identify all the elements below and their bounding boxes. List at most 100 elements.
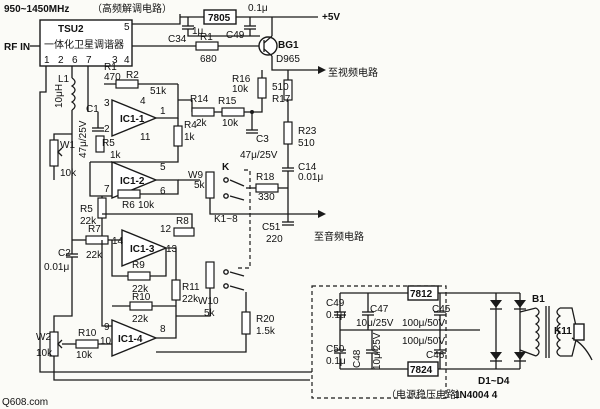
pin-1: 1 xyxy=(160,106,166,117)
reg-7824: 7824 xyxy=(410,365,433,376)
r7-val: 22k xyxy=(86,250,103,261)
c46-val: 100μ/50V xyxy=(402,336,445,347)
r20-val: 1.5k xyxy=(256,326,276,337)
ic1-1-label: IC1-1 xyxy=(120,114,145,125)
r10a-resistor xyxy=(129,301,153,311)
r6-val: 10k xyxy=(138,200,155,211)
r4-resistor xyxy=(173,125,183,147)
c49b-label: C49 xyxy=(326,298,345,309)
w1-pot[interactable] xyxy=(49,139,59,167)
r5b-label: R5 xyxy=(80,204,93,215)
ic1-4-opamp xyxy=(111,318,158,358)
pin-6: 6 xyxy=(160,186,166,197)
r20-label: R20 xyxy=(256,314,275,325)
reg-7805: 7805 xyxy=(208,13,231,24)
r18-label: R18 xyxy=(256,172,275,183)
r6-label: R6 xyxy=(122,200,135,211)
power-box xyxy=(311,285,447,399)
tuner-pin-1: 1 xyxy=(44,55,50,66)
r7-label: R7 xyxy=(88,224,101,235)
w10-pot[interactable] xyxy=(205,261,215,289)
r1-label: R1 xyxy=(104,62,117,73)
w9-pot[interactable] xyxy=(205,171,215,199)
c14-val: 0.01μ xyxy=(298,172,323,183)
r11-resistor xyxy=(171,279,181,301)
pin-14: 14 xyxy=(112,236,124,247)
ic1-2-opamp xyxy=(111,160,158,200)
tuner-pin-5: 5 xyxy=(124,22,130,33)
r5-label: R5 xyxy=(102,138,115,149)
r4-label: R4 xyxy=(184,120,197,131)
c48-label: C48 xyxy=(352,349,363,368)
w1-val: 10k xyxy=(60,168,77,179)
w2-val: 10k xyxy=(36,348,53,359)
r18-resistor xyxy=(255,183,279,193)
tuner-desc: 一体化卫星调谐器 xyxy=(44,38,124,51)
pin-13: 13 xyxy=(166,244,178,255)
k-label: K xyxy=(222,162,230,173)
pin-11: 11 xyxy=(140,132,151,143)
r14-label: R14 xyxy=(190,94,209,105)
tuner-name: TSU2 xyxy=(58,24,84,35)
c34-val: 1μ xyxy=(192,26,204,37)
r16-label: R16 xyxy=(232,74,251,85)
r10b-resistor xyxy=(75,339,99,349)
c48-val: 10μ/25V xyxy=(372,332,383,370)
output-audio: 至音频电路 xyxy=(314,230,364,243)
diode-bridge xyxy=(480,292,526,370)
r6-resistor xyxy=(117,189,141,199)
r23-val: 510 xyxy=(298,138,315,149)
c49t-val: 0.1μ xyxy=(248,3,268,14)
c45-val: 100μ/50V xyxy=(402,318,445,329)
pin-8: 8 xyxy=(160,324,166,335)
ic1-4-label: IC1-4 xyxy=(118,334,143,345)
tuner-pin-3: 3 xyxy=(112,55,118,66)
r10a-val: 22k xyxy=(132,314,149,325)
ic1-2-label: IC1-2 xyxy=(120,176,145,187)
k-switch-1[interactable] xyxy=(229,179,245,187)
ic1-3-label: IC1-3 xyxy=(130,244,155,255)
c51-val: 220 xyxy=(266,234,283,245)
w9-label: W9 xyxy=(188,170,203,181)
r23-label: R23 xyxy=(298,126,317,137)
pin-7: 7 xyxy=(104,184,110,195)
c2-label: C2 xyxy=(58,248,71,259)
diode-part: 1N4004 4 xyxy=(454,390,498,401)
w1-label: W1 xyxy=(60,140,75,151)
r5b-val: 22k xyxy=(80,216,97,227)
power-plug-icon xyxy=(571,337,593,361)
w9-val: 5k xyxy=(194,180,206,191)
b1-coil-right xyxy=(556,307,562,357)
pin-10: 10 xyxy=(100,336,112,347)
c3-label: C3 xyxy=(256,134,269,145)
tuner-pin-7: 7 xyxy=(86,55,92,66)
k-switch-4[interactable] xyxy=(229,285,245,291)
r15-label: R15 xyxy=(218,96,237,107)
r17-label: R17 xyxy=(272,94,291,105)
r8-label: R8 xyxy=(176,216,189,227)
c2-val: 0.01μ xyxy=(44,262,69,273)
bg1-label: BG1 xyxy=(278,40,299,51)
pin-5: 5 xyxy=(160,162,166,173)
r16-val: 10k xyxy=(232,84,249,95)
k-switch-2[interactable] xyxy=(229,195,245,201)
pin-2: 2 xyxy=(104,124,110,135)
l1-coil xyxy=(70,77,76,111)
r14-val: 2k xyxy=(196,118,208,129)
pin-12: 12 xyxy=(160,224,172,235)
r4-val: 1k xyxy=(184,132,196,143)
k-switch-3[interactable] xyxy=(229,271,245,277)
r11-label: R11 xyxy=(182,282,200,293)
c34-label: C34 xyxy=(168,34,187,45)
r2-resistor xyxy=(115,79,139,89)
k11-label: K11 xyxy=(554,326,572,337)
r5b-resistor xyxy=(97,197,107,219)
tuner-pin-6: 6 xyxy=(72,55,78,66)
r9-resistor xyxy=(127,271,151,281)
r9-val: 22k xyxy=(132,284,149,295)
c45-label: C45 xyxy=(432,304,451,315)
r20-resistor xyxy=(241,311,251,335)
c47-label: C47 xyxy=(370,304,389,315)
